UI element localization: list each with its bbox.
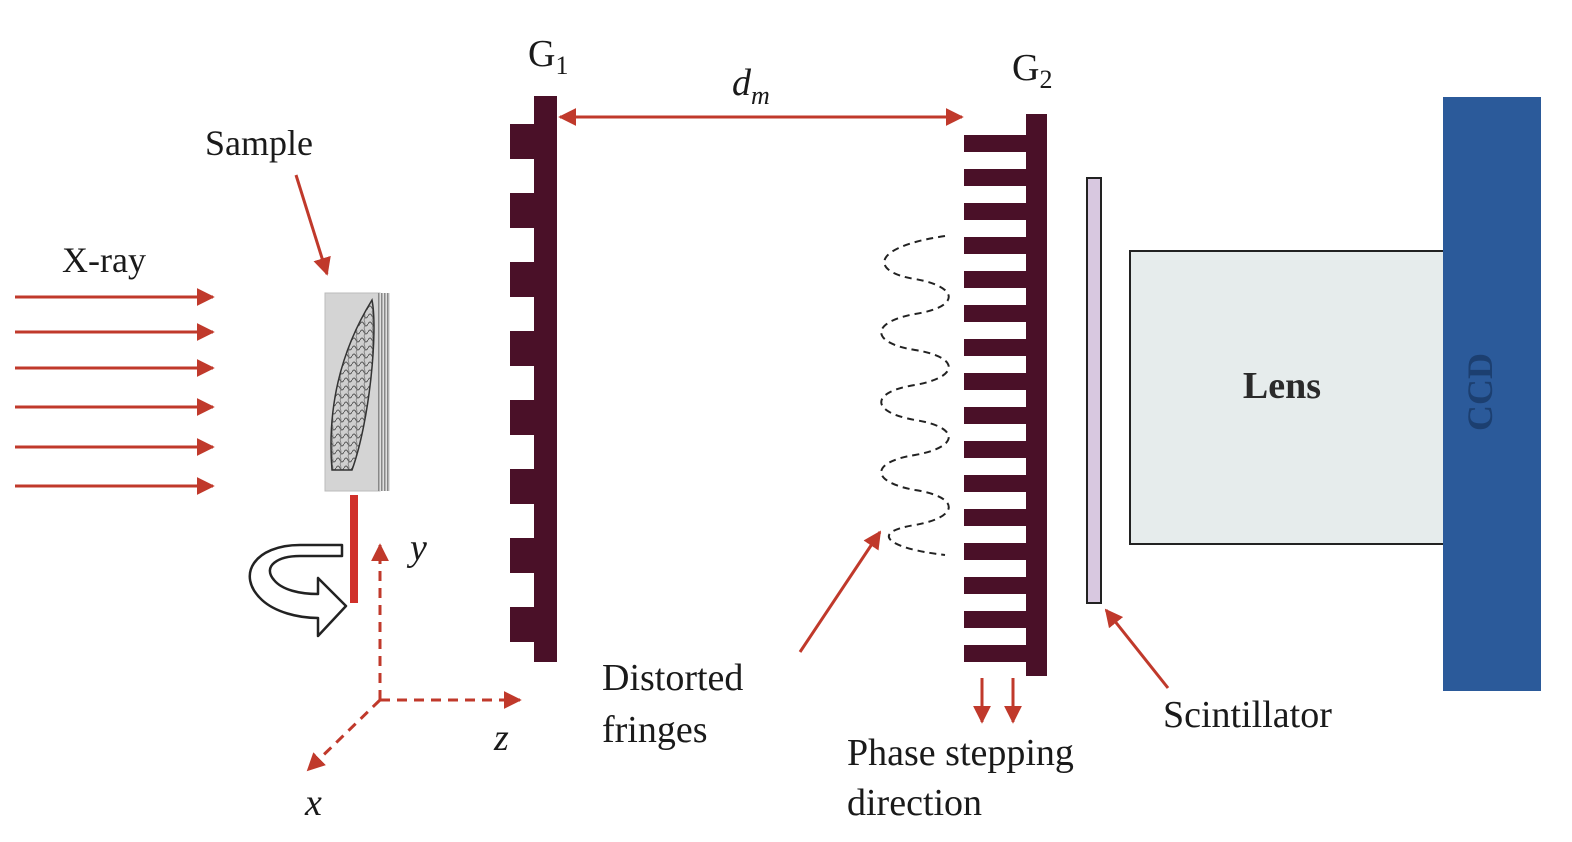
xray-beams [15, 288, 215, 495]
g2-tooth [964, 203, 1028, 220]
g2-tooth [964, 441, 1028, 458]
phase-label-line2: direction [847, 782, 982, 824]
dm-label: dm [732, 62, 770, 110]
g2-tooth [964, 169, 1028, 186]
fringes-pointer-arrow [798, 530, 882, 653]
g2-tooth [964, 373, 1028, 390]
grating-g1 [510, 96, 557, 662]
distorted-label-line1: Distorted [602, 657, 743, 699]
g2-tooth [964, 339, 1028, 356]
phase-label-line1: Phase stepping [847, 732, 1074, 774]
g1-label: G1 [528, 33, 568, 80]
g2-tooth [964, 135, 1028, 152]
sample-pointer-arrow [294, 174, 331, 276]
xray-label: X-ray [62, 240, 146, 280]
grating-g2 [964, 114, 1047, 676]
lens-label: Lens [1243, 365, 1321, 407]
axis-z-label: z [493, 717, 509, 759]
g2-tooth [964, 577, 1028, 594]
distorted-label-line2: fringes [602, 709, 708, 751]
axis-x-label: x [304, 782, 322, 824]
sample-label: Sample [205, 123, 313, 163]
g2-tooth [964, 271, 1028, 288]
phase-stepping-arrows [973, 678, 1022, 724]
scintillator-pointer-arrow [1104, 608, 1170, 689]
ccd-label: CCD [1460, 353, 1500, 431]
coordinate-axes [306, 543, 522, 772]
rotation-icon [248, 543, 348, 638]
ccd-block [1443, 97, 1541, 691]
g2-tooth [964, 407, 1028, 424]
distorted-fringes-wave [880, 235, 950, 556]
g2-tooth [964, 509, 1028, 526]
g2-label: G2 [1012, 47, 1052, 94]
sample-holder-rod [350, 495, 358, 603]
scintillator-label: Scintillator [1163, 694, 1332, 736]
scintillator-plate [1086, 177, 1102, 604]
g2-tooth [964, 475, 1028, 492]
g2-tooth [964, 645, 1028, 662]
axis-y-label: y [406, 527, 427, 569]
g2-tooth [964, 543, 1028, 560]
lens-box [1129, 250, 1446, 545]
g2-tooth [964, 305, 1028, 322]
g2-tooth [964, 237, 1028, 254]
g2-tooth [964, 611, 1028, 628]
sample-image [324, 292, 390, 492]
